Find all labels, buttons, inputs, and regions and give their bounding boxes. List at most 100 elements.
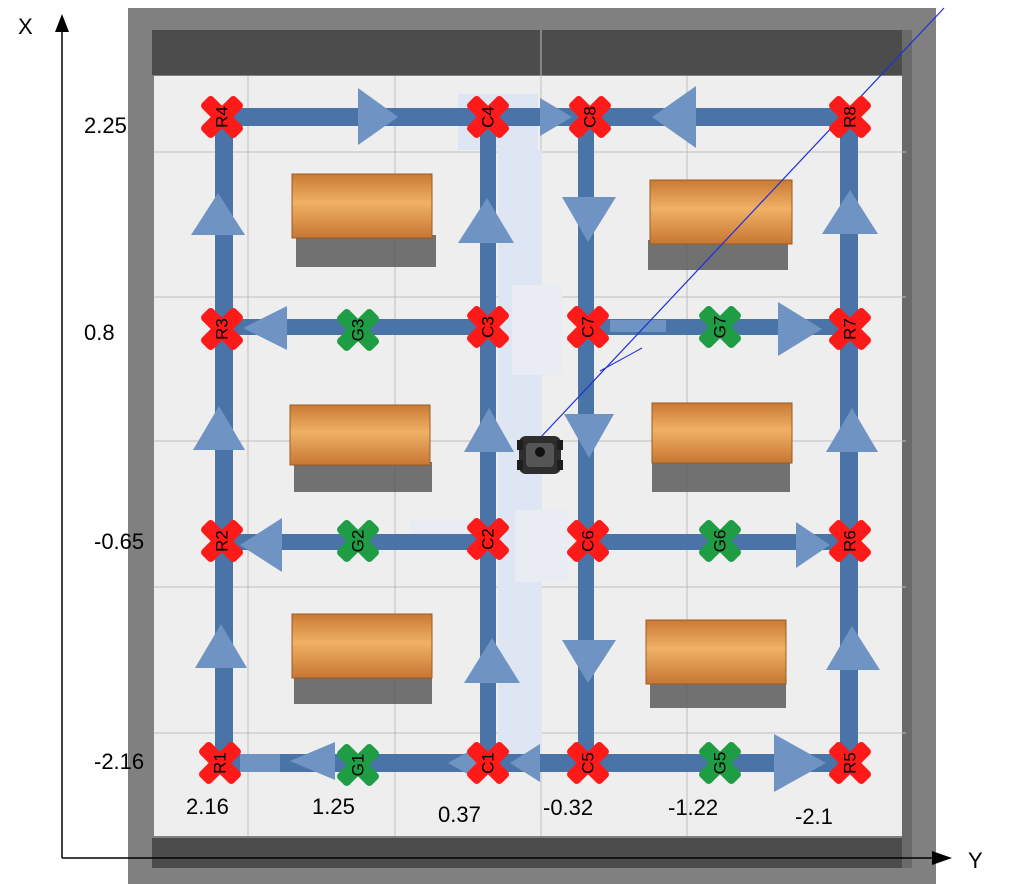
y-tick-label: -1.22 (668, 795, 718, 820)
bottom-wall-inner (152, 838, 912, 868)
waypoint-label: G5 (711, 752, 730, 775)
waypoint-label: C1 (479, 752, 498, 774)
arrow-up (826, 626, 880, 670)
arrow-left (652, 86, 696, 148)
waypoint-label: R4 (213, 106, 232, 128)
x-mark-icon (567, 742, 609, 784)
x-mark-icon (201, 96, 243, 138)
shelf (651, 402, 793, 464)
waypoint-c7: C7 (567, 306, 609, 348)
x-mark-icon (467, 306, 509, 348)
arrow-left (510, 744, 540, 782)
x-mark-icon (467, 518, 509, 560)
waypoint-label: R1 (211, 752, 230, 774)
arrow-tail (240, 754, 280, 772)
waypoint-c3: C3 (467, 306, 509, 348)
waypoint-label: G2 (349, 530, 368, 553)
waypoint-c8: C8 (569, 96, 611, 138)
waypoint-r3: R3 (201, 308, 243, 350)
x-tick-label: -0.65 (94, 529, 144, 554)
waypoint-c4: C4 (467, 96, 509, 138)
waypoint-r5: R5 (829, 742, 871, 784)
shelf-shadow (296, 235, 436, 267)
arrow-right (358, 88, 398, 145)
waypoint-r4: R4 (201, 96, 243, 138)
shelf (289, 404, 431, 466)
waypoint-label: C5 (579, 752, 598, 774)
laser-ray (539, 7, 945, 439)
x-tick-label: -2.16 (94, 749, 144, 774)
arrow-right (778, 302, 822, 356)
arrow-down (562, 197, 616, 242)
shelf-shadow (650, 680, 786, 708)
waypoint-g7: G7 (699, 306, 741, 348)
waypoint-label: G1 (349, 754, 368, 777)
waypoint-label: C2 (479, 528, 498, 550)
y-axis-label: Y (968, 848, 983, 873)
shelf-shadow (294, 676, 432, 704)
x-tick-label: 2.25 (84, 113, 127, 138)
x-mark-icon (829, 308, 871, 350)
waypoint-g3: G3 (337, 309, 379, 351)
waypoint-label: G7 (711, 316, 730, 339)
waypoint-label: C3 (479, 316, 498, 338)
y-tick-label: 0.37 (438, 802, 481, 827)
x-mark-icon (567, 520, 609, 562)
laser-ray-short (599, 347, 643, 372)
x-mark-icon (201, 520, 243, 562)
arrow-up (195, 624, 247, 668)
x-mark-icon (829, 96, 871, 138)
waypoint-label: C8 (581, 106, 600, 128)
x-mark-icon (567, 306, 609, 348)
top-wall-inner (152, 30, 912, 75)
arrow-up (464, 638, 520, 683)
arrow-tail (610, 320, 666, 332)
waypoint-label: R6 (841, 530, 860, 552)
waypoint-label: G3 (349, 319, 368, 342)
x-mark-icon (337, 744, 379, 786)
x-axis-label: X (18, 14, 33, 39)
waypoint-label: R5 (841, 752, 860, 774)
y-tick-label: 1.25 (312, 794, 355, 819)
shelf (291, 613, 433, 679)
arrow-right (540, 98, 572, 136)
waypoint-label: G6 (711, 530, 730, 553)
waypoint-c5: C5 (567, 742, 609, 784)
waypoint-label: C6 (579, 530, 598, 552)
shelf (291, 173, 433, 239)
waypoint-c2: C2 (467, 518, 509, 560)
shelf-shadow (652, 462, 790, 492)
arrow-up (458, 198, 514, 243)
x-mark-icon (829, 520, 871, 562)
arrow-left (243, 306, 287, 350)
waypoint-c1: C1 (467, 742, 509, 784)
waypoint-label: R7 (841, 318, 860, 340)
arrow-up (822, 190, 878, 234)
y-tick-label: 2.16 (186, 794, 229, 819)
waypoint-r8: R8 (829, 96, 871, 138)
x-mark-icon (467, 96, 509, 138)
y-tick-label: -2.1 (795, 804, 833, 829)
waypoint-r1: R1 (199, 742, 241, 784)
waypoint-r2: R2 (201, 520, 243, 562)
waypoint-r7: R7 (829, 308, 871, 350)
y-axis-arrowhead (932, 851, 952, 865)
shelf-shadow (294, 462, 432, 492)
x-tick-label: 0.8 (84, 320, 115, 345)
shelf (649, 179, 793, 245)
arrow-up (464, 408, 514, 452)
arrow-left (240, 518, 282, 572)
x-mark-icon (699, 742, 741, 784)
arrow-right (774, 734, 826, 792)
x-mark-icon (337, 309, 379, 351)
axes: X Y (18, 14, 983, 873)
waypoint-c6: C6 (567, 520, 609, 562)
arrow-left (290, 742, 335, 780)
waypoint-label: R2 (213, 530, 232, 552)
x-mark-icon (569, 96, 611, 138)
arrow-down (562, 640, 616, 683)
robot-icon (517, 436, 563, 474)
waypoint-r6: R6 (829, 520, 871, 562)
